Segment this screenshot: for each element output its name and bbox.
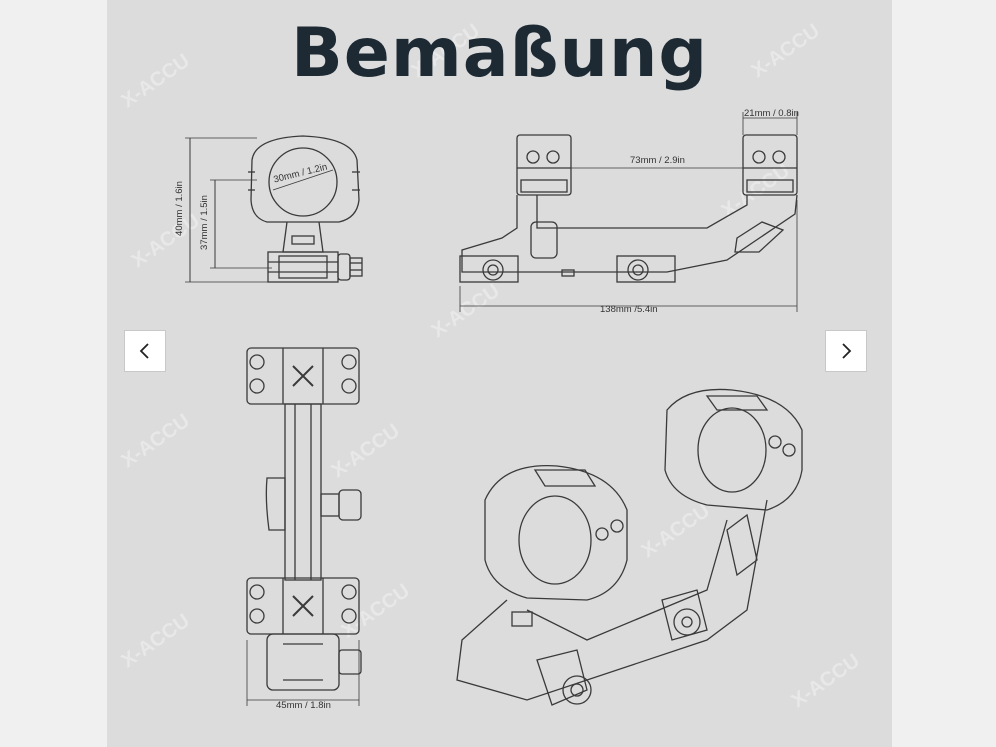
chevron-left-icon bbox=[139, 343, 149, 359]
next-image-button[interactable] bbox=[825, 330, 867, 372]
dim-ring-spacing: 73mm / 2.9in bbox=[630, 155, 685, 166]
dimension-drawing bbox=[185, 112, 803, 706]
dim-base-width: 45mm / 1.8in bbox=[276, 700, 331, 711]
top-view bbox=[246, 347, 362, 706]
isometric-view bbox=[456, 388, 803, 706]
side-view bbox=[185, 135, 363, 283]
image-title: Bemaßung bbox=[290, 14, 709, 93]
dim-total-length: 138mm /5.4in bbox=[600, 304, 658, 315]
dim-side-height-inner: 37mm / 1.5in bbox=[198, 195, 210, 250]
chevron-right-icon bbox=[842, 343, 852, 359]
front-view bbox=[459, 112, 798, 312]
dim-ring-width: 21mm / 0.8in bbox=[744, 108, 799, 119]
previous-image-button[interactable] bbox=[124, 330, 166, 372]
dim-side-height-outer: 40mm / 1.6in bbox=[173, 181, 185, 236]
product-image: X-ACCU X-ACCU X-ACCU X-ACCU X-ACCU X-ACC… bbox=[107, 0, 892, 747]
